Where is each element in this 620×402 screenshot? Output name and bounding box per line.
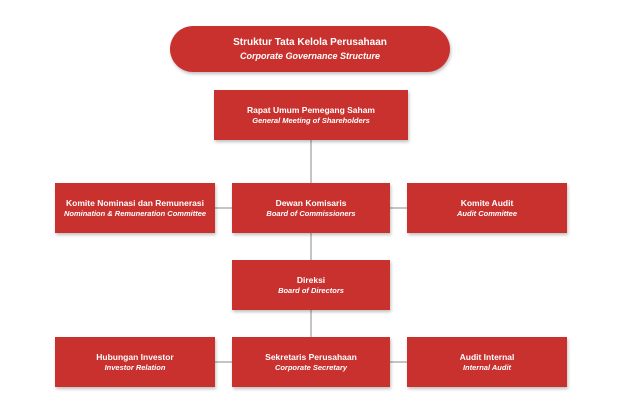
node-internal-audit-label: Audit Internal [459, 351, 515, 362]
node-board-of-commissioners: Dewan Komisaris Board of Commissioners [232, 183, 390, 233]
node-internal-audit: Audit Internal Internal Audit [407, 337, 567, 387]
diagram-title-sub: Corporate Governance Structure [239, 50, 381, 61]
node-board-of-commissioners-sublabel: Board of Commissioners [266, 208, 356, 218]
node-corporate-secretary: Sekretaris Perusahaan Corporate Secretar… [232, 337, 390, 387]
node-board-of-commissioners-label: Dewan Komisaris [275, 197, 347, 208]
node-investor-relation-sublabel: Investor Relation [104, 362, 166, 372]
node-board-of-directors: Direksi Board of Directors [232, 260, 390, 310]
node-internal-audit-sublabel: Internal Audit [462, 362, 512, 372]
node-rups-label: Rapat Umum Pemegang Saham [246, 104, 375, 115]
diagram-title: Struktur Tata Kelola Perusahaan Corporat… [170, 26, 450, 72]
node-nomination-committee: Komite Nominasi dan Remunerasi Nominatio… [55, 183, 215, 233]
node-rups: Rapat Umum Pemegang Saham General Meetin… [214, 90, 408, 140]
node-board-of-directors-label: Direksi [296, 274, 326, 285]
node-audit-committee: Komite Audit Audit Committee [407, 183, 567, 233]
node-audit-committee-sublabel: Audit Committee [457, 208, 517, 218]
diagram-title-main: Struktur Tata Kelola Perusahaan [233, 36, 387, 48]
node-corporate-secretary-sublabel: Corporate Secretary [274, 362, 348, 372]
node-nomination-committee-sublabel: Nomination & Remuneration Committee [63, 208, 207, 218]
node-nomination-committee-label: Komite Nominasi dan Remunerasi [66, 197, 204, 208]
node-rups-sublabel: General Meeting of Shareholders [252, 115, 370, 125]
node-investor-relation: Hubungan Investor Investor Relation [55, 337, 215, 387]
node-board-of-directors-sublabel: Board of Directors [278, 285, 344, 295]
node-corporate-secretary-label: Sekretaris Perusahaan [265, 351, 357, 362]
node-investor-relation-label: Hubungan Investor [96, 351, 174, 362]
node-audit-committee-label: Komite Audit [460, 197, 514, 208]
